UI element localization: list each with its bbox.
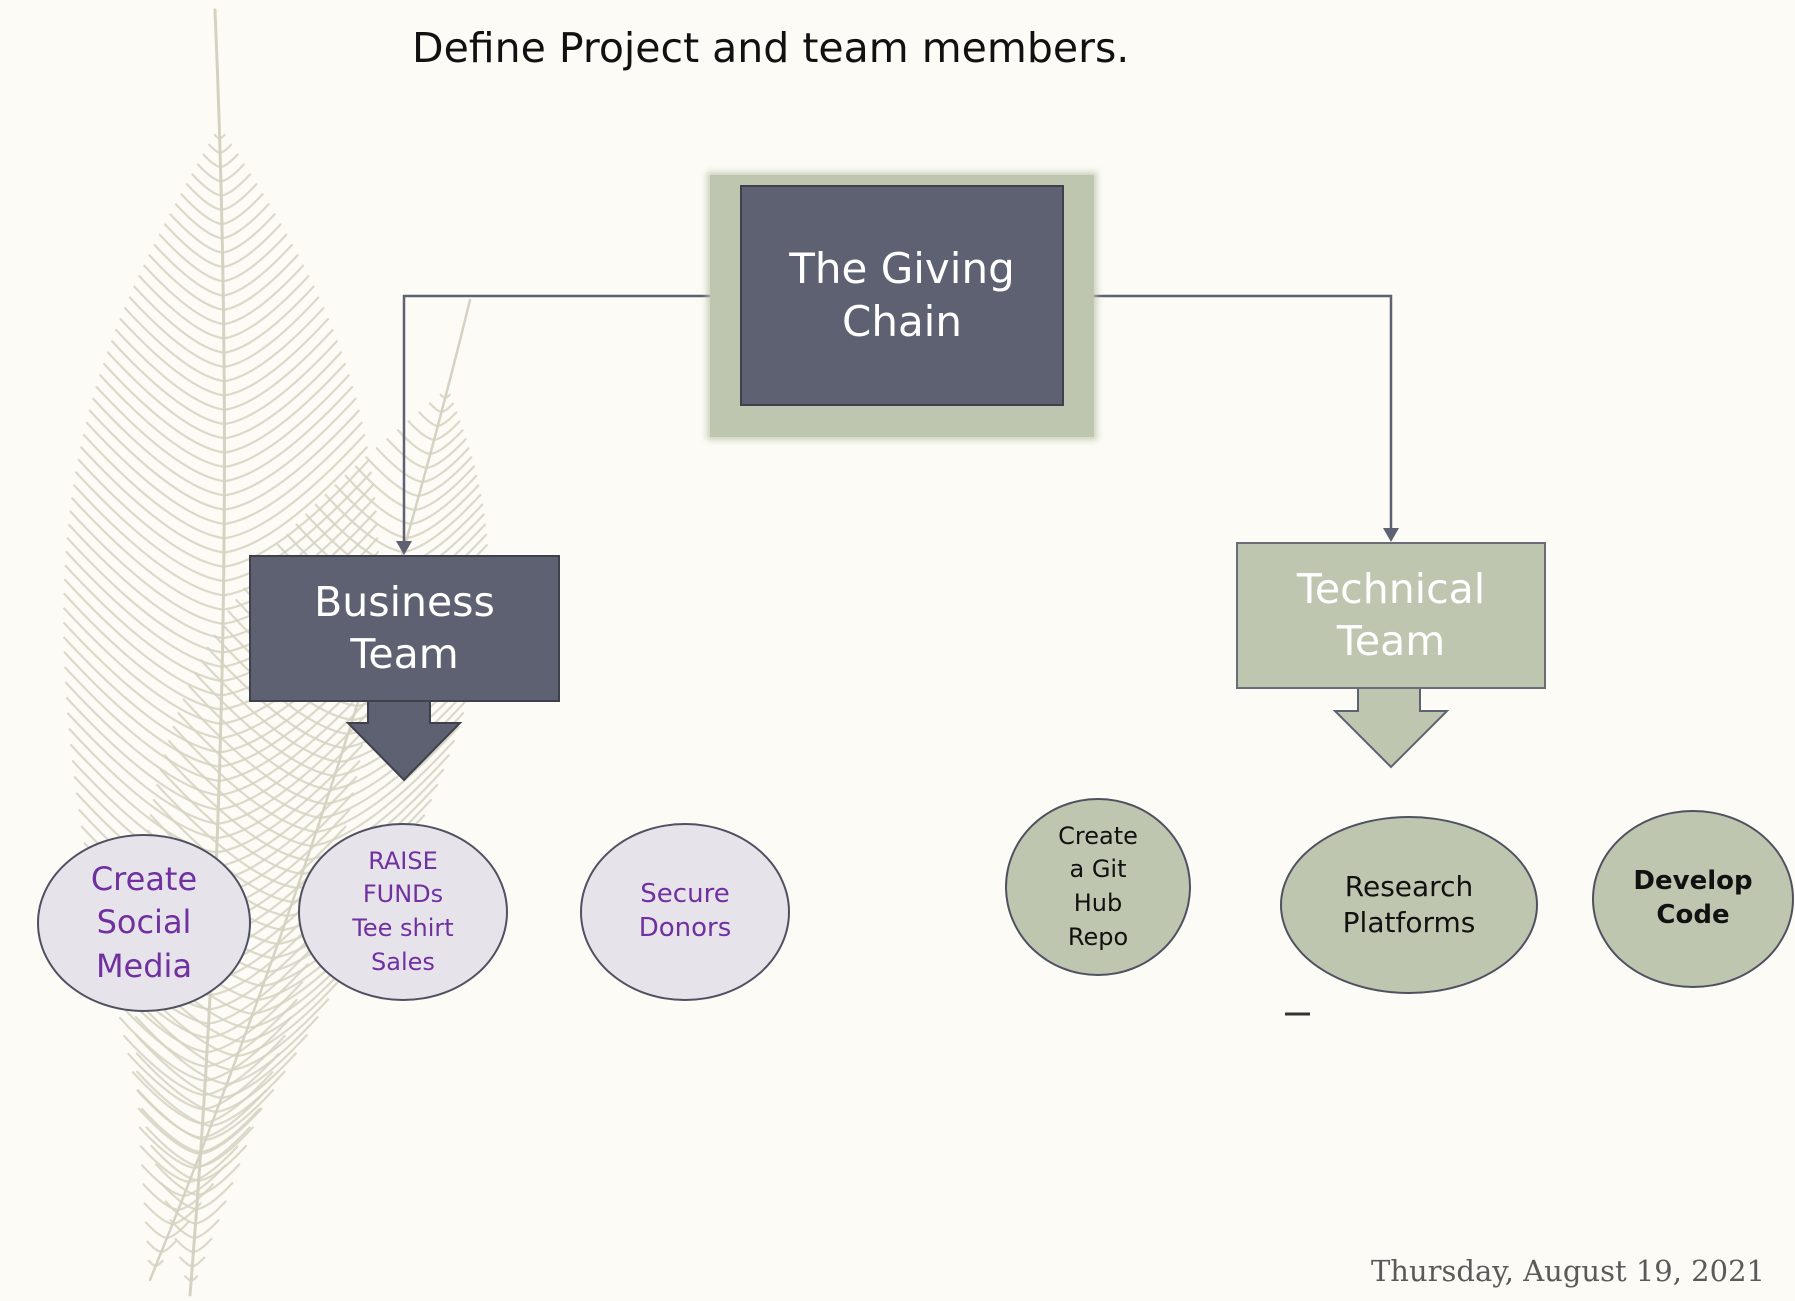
task-label: Create a Git Hub Repo: [1058, 821, 1138, 951]
task-secure-donors: Secure Donors: [580, 823, 790, 1001]
task-label: Develop Code: [1633, 866, 1753, 930]
connector-root-to-business: [402, 294, 740, 545]
business-down-arrow-icon: [345, 700, 463, 782]
arrowhead-business: [396, 541, 412, 555]
task-develop-code: Develop Code: [1592, 810, 1794, 988]
technical-team-label: Technical Team: [1296, 565, 1486, 665]
task-label: Research Platforms: [1342, 869, 1476, 939]
root-node: The Giving Chain: [740, 185, 1064, 406]
slide-title: Define Project and team members.: [412, 24, 1130, 72]
root-node-label: The Giving Chain: [789, 244, 1015, 346]
task-label: Secure Donors: [638, 879, 732, 943]
task-create-git-hub-repo: Create a Git Hub Repo: [1005, 798, 1191, 976]
connector-root-to-technical: [1064, 294, 1393, 532]
task-raise-funds: RAISE FUNDs Tee shirt Sales: [298, 823, 508, 1001]
business-team-label: Business Team: [314, 578, 495, 678]
technical-down-arrow-icon: [1332, 687, 1450, 769]
task-research-platforms: Research Platforms: [1280, 816, 1538, 994]
business-team-node: Business Team: [249, 555, 560, 702]
task-label: RAISE FUNDs Tee shirt Sales: [352, 846, 454, 976]
arrowhead-technical: [1383, 528, 1399, 542]
technical-team-node: Technical Team: [1236, 542, 1546, 689]
task-create-social-media: Create Social Media: [37, 834, 251, 1012]
task-label: Create Social Media: [90, 860, 198, 985]
slide-date: Thursday, August 19, 2021: [1370, 1254, 1765, 1288]
